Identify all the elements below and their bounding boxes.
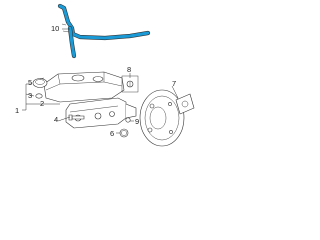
leader-lines — [22, 28, 179, 134]
callout-6: 6 — [110, 129, 114, 138]
callout-9: 9 — [135, 117, 139, 126]
master-cylinder-reservoir — [43, 71, 125, 103]
small-grommet — [125, 117, 131, 123]
callout-1: 1 — [15, 106, 19, 115]
grommet — [35, 93, 43, 99]
parts-diagram-svg: 10 1 5 3 2 4 6 7 8 9 — [15, 3, 195, 147]
brake-booster — [139, 89, 185, 147]
callouts: 10 1 5 3 2 4 6 7 8 9 — [15, 24, 176, 138]
callout-2: 2 — [40, 99, 44, 108]
callout-3: 3 — [28, 91, 32, 100]
o-ring — [119, 128, 129, 138]
callout-8: 8 — [127, 65, 131, 74]
vacuum-hose — [57, 3, 151, 59]
reservoir-cap — [32, 78, 48, 88]
bolt — [68, 114, 85, 121]
callout-7: 7 — [172, 79, 176, 88]
check-valve — [121, 75, 139, 93]
booster-gasket — [175, 93, 195, 115]
master-cylinder — [65, 97, 137, 129]
callout-4: 4 — [54, 115, 58, 124]
parts-diagram: 10 1 5 3 2 4 6 7 8 9 — [0, 0, 200, 147]
callout-5: 5 — [28, 78, 32, 87]
callout-10: 10 — [51, 24, 59, 33]
